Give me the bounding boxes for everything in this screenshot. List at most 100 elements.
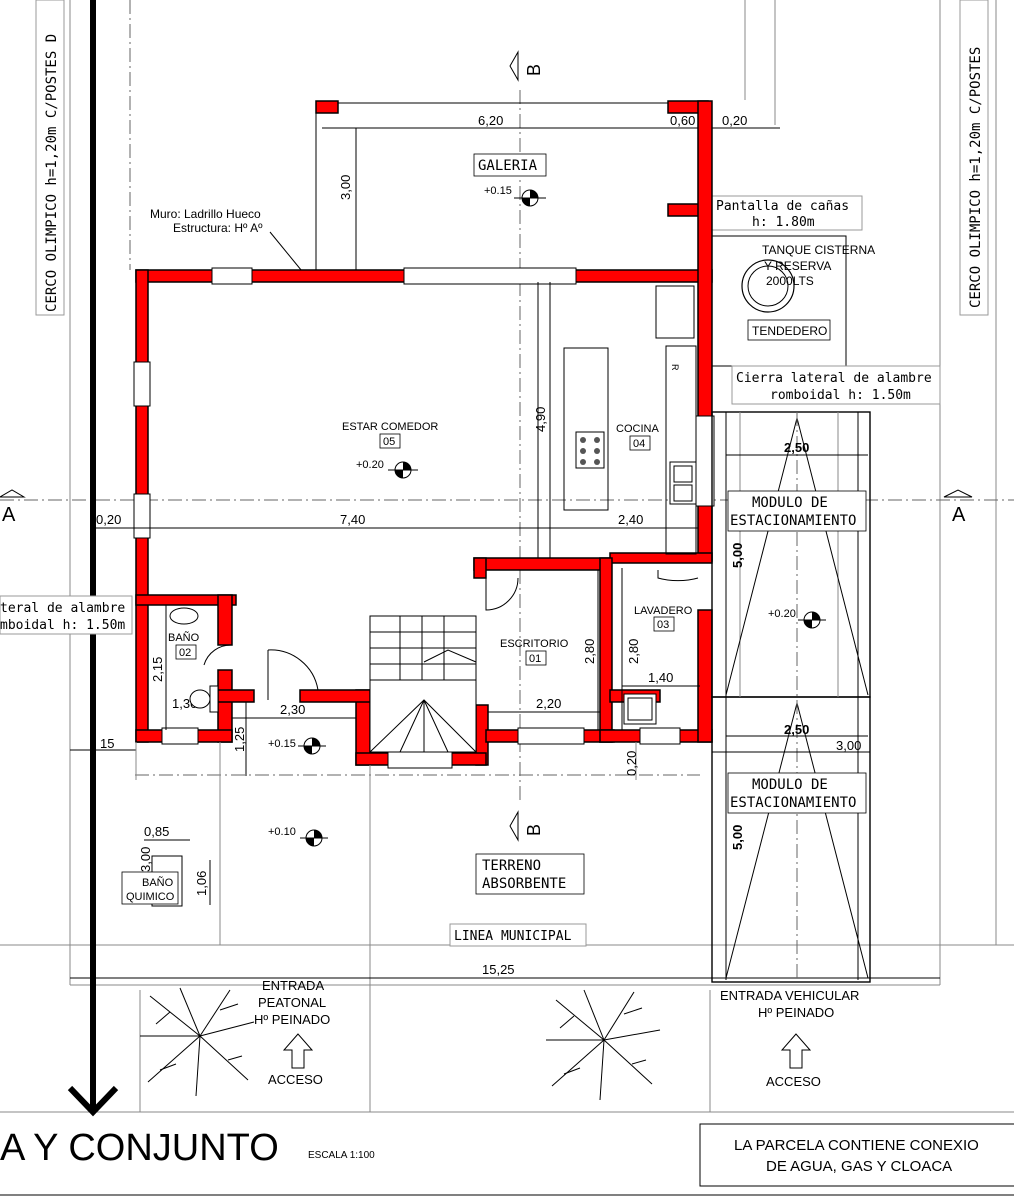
note-box <box>699 1123 1014 1187</box>
cierra-left-note-2: mboidal h: 1.50m <box>0 618 125 633</box>
dim-020-top: 0,20 <box>722 113 747 128</box>
arrow-up-icon <box>780 1033 812 1069</box>
tree-icon <box>546 989 661 1101</box>
door-swing-icon <box>485 577 519 611</box>
lavadero-num-box <box>653 616 675 632</box>
muro-note-2: Estructura: Hº Aº <box>173 221 263 235</box>
counter-icon <box>665 345 697 555</box>
muro-note-1: Muro: Ladrillo Hueco <box>150 207 261 221</box>
bano-num: 02 <box>179 647 191 659</box>
r-mark: R <box>670 364 680 371</box>
level-front: +0.10 <box>268 826 296 838</box>
cocina-num: 04 <box>633 438 645 450</box>
level-access: +0.15 <box>268 738 296 750</box>
level-marker-icon <box>300 829 328 847</box>
window <box>161 727 199 745</box>
section-b-label-bottom: B <box>524 824 544 836</box>
note-line-2: DE AGUA, GAS Y CLOACA <box>766 1158 952 1175</box>
acceso-label-left: ACCESO <box>268 1072 323 1087</box>
level-marker-icon <box>798 611 826 629</box>
tanque-label-3: 2000LTS <box>766 274 814 288</box>
modulo-label-box-1 <box>727 490 867 532</box>
dim-020-left: 0,20 <box>96 512 121 527</box>
modulo-label-1b: ESTACIONAMIENTO <box>730 513 856 529</box>
window <box>517 727 585 745</box>
section-a-label-left: A <box>2 504 16 526</box>
fence-label-left: CERCO OLIMPICO h=1,20m C/POSTES D <box>44 34 60 312</box>
estar-label: ESTAR COMEDOR <box>342 421 438 433</box>
cocina-label: COCINA <box>616 423 659 435</box>
lavadero-num: 03 <box>657 619 669 631</box>
level-marker-icon <box>514 189 546 207</box>
dim-300-bano: 3,00 <box>138 847 153 872</box>
pantalla-label-box <box>711 195 863 231</box>
bano-quimico-label-1: BAÑO <box>142 876 174 889</box>
window <box>387 751 453 769</box>
peatonal-label-1: ENTRADA <box>262 978 324 993</box>
washbasin-icon <box>169 607 199 625</box>
window <box>133 493 151 539</box>
window <box>639 727 681 745</box>
level-estar: +0.20 <box>356 459 384 471</box>
section-a-arrow-right <box>943 489 973 498</box>
cierra-note-1: Cierra lateral de alambre <box>736 371 932 386</box>
fridge-icon <box>655 285 695 339</box>
tendedero-label-box <box>747 319 831 341</box>
acceso-label-right: ACCESO <box>766 1074 821 1089</box>
laundry-sink-icon <box>623 693 657 725</box>
section-b-arrow-top <box>509 50 519 82</box>
dim-620: 6,20 <box>478 113 503 128</box>
tanque-icon <box>741 259 795 313</box>
dim-740: 7,40 <box>340 512 365 527</box>
galeria-label-box <box>473 153 547 177</box>
galeria-label: GALERIA <box>478 158 538 174</box>
page-title: A Y CONJUNTO <box>0 1127 279 1169</box>
dim-250-b: 2,50 <box>784 722 809 737</box>
arrow-up-icon <box>282 1033 314 1069</box>
note-line-1: LA PARCELA CONTIENE CONEXIO <box>734 1137 979 1154</box>
dim-300-galeria: 3,00 <box>338 175 353 200</box>
cierra-note-2: romboidal h: 1.50m <box>770 388 911 403</box>
tree-icon <box>140 987 255 1097</box>
north-arrow-head <box>67 1085 119 1117</box>
dim-1525: 15,25 <box>482 962 515 977</box>
bano-label: BAÑO <box>168 631 200 644</box>
muro-leader <box>269 231 307 277</box>
level-marker-icon <box>298 737 326 755</box>
tendedero-label: TENDEDERO <box>752 324 827 338</box>
door-swing-icon <box>267 649 319 691</box>
dim-15: 15 <box>100 736 114 751</box>
dim-490: 4,90 <box>533 407 548 432</box>
linea-municipal-box <box>449 923 587 947</box>
dim-125: 1,25 <box>232 727 247 752</box>
dim-060: 0,60 <box>670 113 695 128</box>
fence-label-box-left <box>35 0 65 316</box>
escritorio-num-box <box>525 650 547 666</box>
section-a-label-right: A <box>952 504 966 526</box>
dim-500-a: 5,00 <box>730 543 745 568</box>
scale-label: ESCALA 1:100 <box>308 1150 375 1161</box>
dim-280-a: 2,80 <box>582 639 597 664</box>
section-a-arrow-left <box>0 489 26 498</box>
pantalla-note-1: Pantalla de cañas <box>716 199 849 214</box>
cierra-left-note-1: teral de alambre <box>0 601 125 616</box>
dim-020-bottom: 0,20 <box>624 751 639 776</box>
level-parking: +0.20 <box>768 608 796 620</box>
cierra-left-label-box <box>0 595 133 635</box>
level-marker-icon <box>388 461 418 479</box>
modulo-label-1a: MODULO DE <box>752 495 828 511</box>
bano-quimico-box <box>121 871 179 905</box>
estar-num-box <box>379 433 401 449</box>
toilet-icon <box>189 685 219 713</box>
dim-140: 1,40 <box>648 670 673 685</box>
bano-num-box <box>175 644 197 660</box>
dim-106: 1,06 <box>194 871 209 896</box>
dim-300-parking: 3,00 <box>836 738 861 753</box>
peatonal-label-2: PEATONAL <box>258 995 326 1010</box>
door-swing-icon <box>203 644 233 666</box>
fence-label-box-right <box>959 0 989 316</box>
terreno-label-box <box>475 853 585 895</box>
dim-220: 2,20 <box>536 696 561 711</box>
escritorio-num: 01 <box>529 653 541 665</box>
